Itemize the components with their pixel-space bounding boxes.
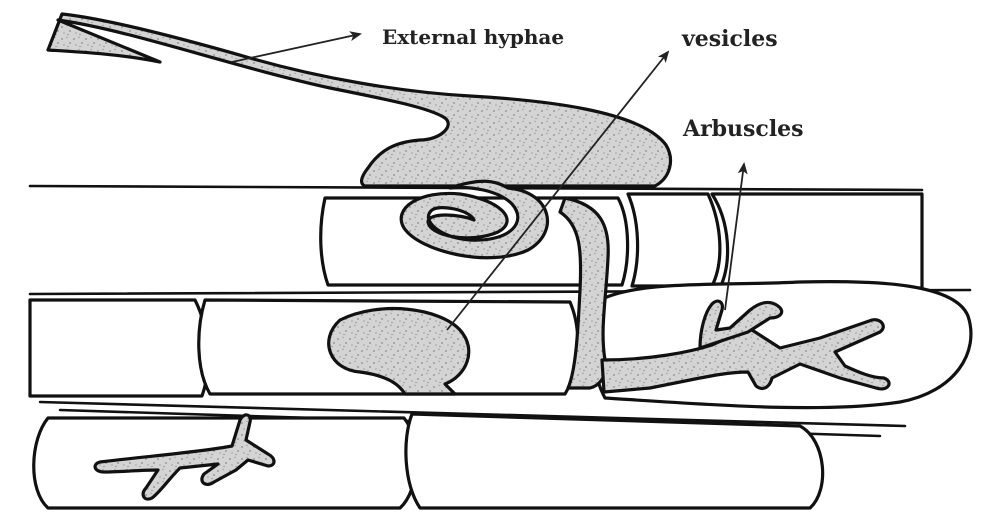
external-hyphae-label: External hyphae <box>382 25 564 49</box>
vesicles-label: vesicles <box>681 26 778 52</box>
arbuscles-label: Arbuscles <box>682 116 804 142</box>
cortex-cell-r2-1 <box>30 300 208 396</box>
external-hypha <box>48 14 670 186</box>
cortex-cell-r1-3 <box>712 194 922 288</box>
cortex-cell-r1-2 <box>628 194 720 286</box>
external-hyphae-arrow <box>232 34 360 62</box>
cortex-cell-r3-2 <box>406 414 823 508</box>
